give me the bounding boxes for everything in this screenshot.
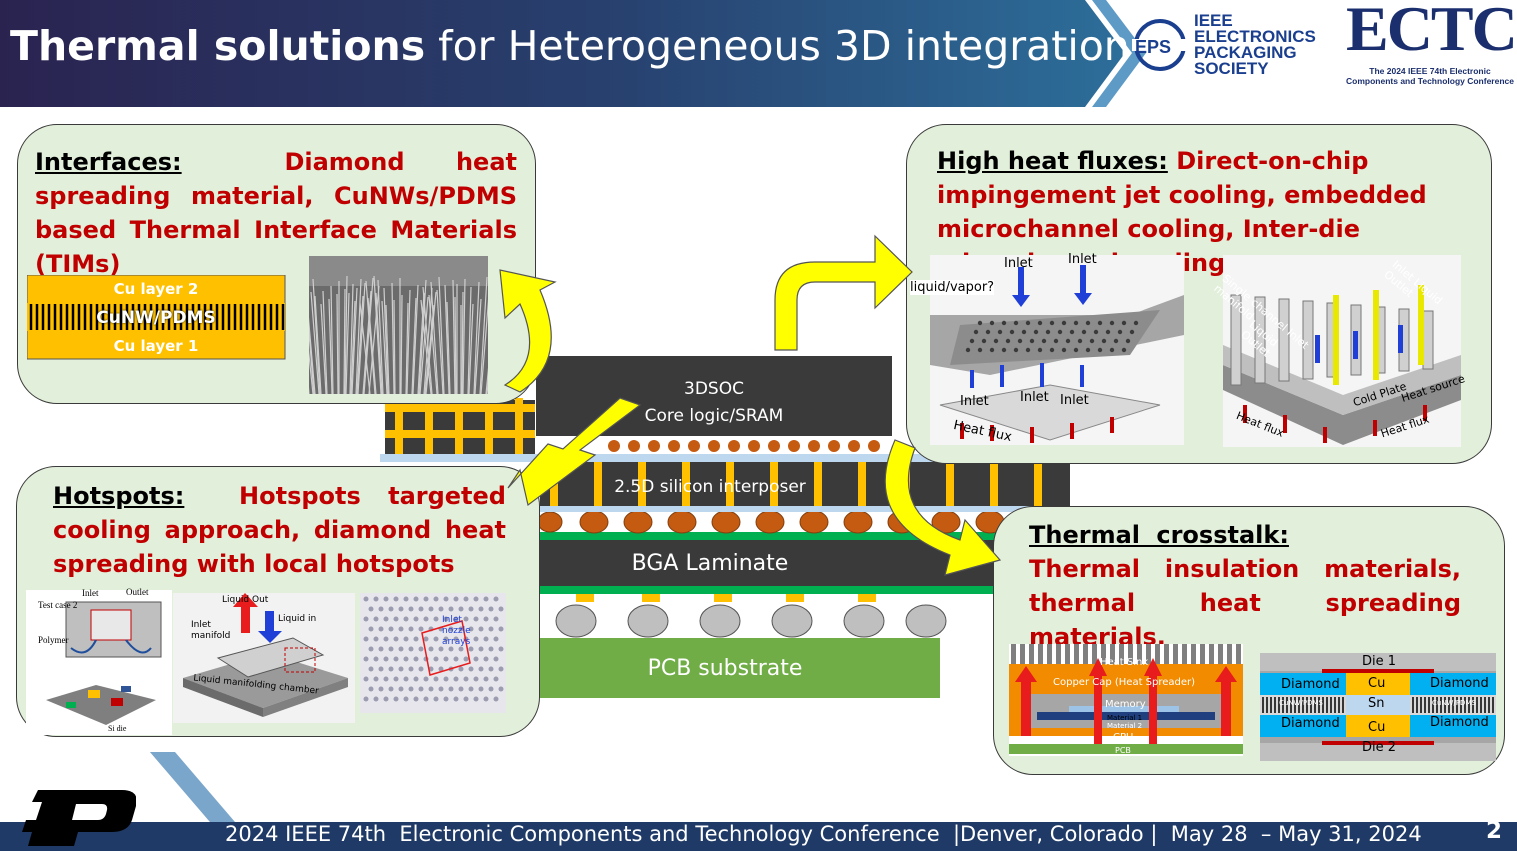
hotspot-fig-label-test-case: Test case 2 [38,600,78,610]
spreader-fig-label-copper-cap: Copper Cap (Heat Spreader) [1053,677,1196,688]
spreader-fig-label-heat-sink: Heat Sink [1100,657,1149,668]
ectc-subtitle: The 2024 IEEE 74th Electronic Components… [1346,66,1514,86]
die-fig-label-cu-bottom: Cu [1368,720,1386,735]
spreader-fig-label-material-1: Material 1 [1107,714,1143,722]
purdue-logo-icon [22,790,136,846]
spreader-fig-label-cpu: CPU [1113,732,1134,743]
arrow-to-crosstalk [884,439,1002,576]
die-fig-label-die-1: Die 1 [1362,654,1397,669]
die-fig-label-diamond-br: Diamond [1430,715,1489,730]
pcb-substrate-label: PCB substrate [647,656,803,681]
eps-logo-text: IEEE ELECTRONICS PACKAGING SOCIETY [1194,11,1316,78]
manifold-fig-label-inlet-manifold: Inlet manifold [191,620,231,641]
jet-fig-label-inlet-4: Inlet [1020,390,1049,405]
hotspot-fig-label-outlet: Outlet [126,587,149,597]
jet-fig-label-inlet-2: Inlet [1068,252,1097,267]
jet-fig-label-liquid-vapor: liquid/vapor? [910,280,995,295]
ectc-logo: ECTC [1346,0,1517,64]
eps-logo-icon: EPS [1132,19,1192,71]
die-fig-label-sn: Sn [1368,696,1385,711]
hotspot-fig-label-si-die: Si die [108,724,127,733]
die-fig-label-cunw-right: CuNW/PDMS [1432,699,1476,707]
crosstalk-text: Thermal crosstalk: Thermal insulation ma… [1029,521,1461,651]
spreader-fig-label-memory: Memory [1105,699,1146,710]
manifold-fig-label-liquid-out: Liquid Out [222,595,269,605]
diamond-die-stack-figure [1260,653,1496,761]
die-fig-label-diamond-tr: Diamond [1430,676,1489,691]
die-fig-label-cu-top: Cu [1368,676,1386,691]
nozzle-fig-label: Inlet nozzle arrays [442,615,471,647]
jet-fig-label-inlet-3: Inlet [960,394,989,409]
die-fig-label-diamond-tl: Diamond [1281,677,1340,692]
interfaces-text: Interfaces: Diamond heat spreading mater… [35,148,517,278]
tim-layer-diagram [27,275,286,360]
spreader-fig-label-pcb: PCB [1115,746,1131,755]
hotspot-fig-label-inlet: Inlet [82,588,99,598]
spreader-fig-label-material-2: Material 2 [1107,722,1143,730]
svg-text:EPS: EPS [1135,37,1171,57]
slide-title: Thermal solutions for Heterogeneous 3D i… [10,22,1130,70]
embedded-microchannel-figure [1223,255,1461,447]
footer-conference-text: 2024 IEEE 74th Electronic Components and… [225,822,1422,846]
manifold-fig-label-liquid-in: Liquid in [278,614,317,624]
jet-fig-label-inlet-5: Inlet [1060,393,1089,408]
arrow-to-interfaces [499,269,557,393]
tim-layer-label-bottom: Cu layer 1 [113,337,199,355]
cunw-sem-image [309,256,488,394]
header-banner [0,0,1146,107]
nozzle-array-figure [360,593,506,713]
tim-layer-label-mid: CuNW/PDMS [96,308,216,328]
hotspot-cooler-figure [26,590,172,735]
bga-laminate-label: BGA Laminate [631,551,789,576]
arrow-to-high-flux [774,234,913,351]
arrow-to-hotspots [507,397,642,507]
die-fig-label-diamond-bl: Diamond [1281,716,1340,731]
tim-layer-label-top: Cu layer 2 [113,280,199,298]
die-fig-label-die-2: Die 2 [1362,740,1397,755]
jet-fig-label-inlet-1: Inlet [1004,256,1033,271]
heat-spreader-figure [1009,644,1243,756]
die-fig-label-cunw-left: CuNW/PDMS [1279,699,1323,707]
manifold-chamber-figure [173,593,355,723]
hotspots-text: Hotspots: Hotspots targeted cooling appr… [53,482,506,578]
page-number: 2 [1486,818,1503,844]
hotspot-fig-label-polymer: Polymer [38,635,69,645]
interposer-label: 2.5D silicon interposer [614,477,806,497]
